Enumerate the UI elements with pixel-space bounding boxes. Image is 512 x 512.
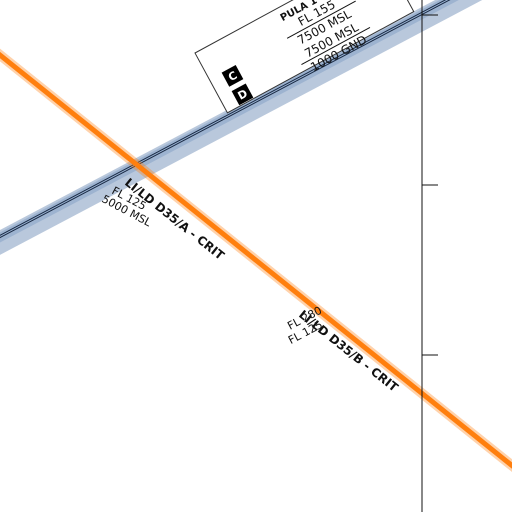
d35-boundary-line (0, 48, 512, 472)
chart-grid-line (421, 0, 438, 512)
fraction-bar-c (286, 0, 356, 39)
class-badge-c (221, 65, 244, 87)
class-badge-d (231, 83, 254, 106)
tma-info-box[interactable]: PULA 1 TMA C D FL 155 7500 MSL 7500 MSL … (194, 0, 418, 120)
tma-boundary-band (0, 0, 483, 255)
tma-info-box-frame (194, 0, 415, 114)
fraction-bar-d (301, 26, 371, 66)
